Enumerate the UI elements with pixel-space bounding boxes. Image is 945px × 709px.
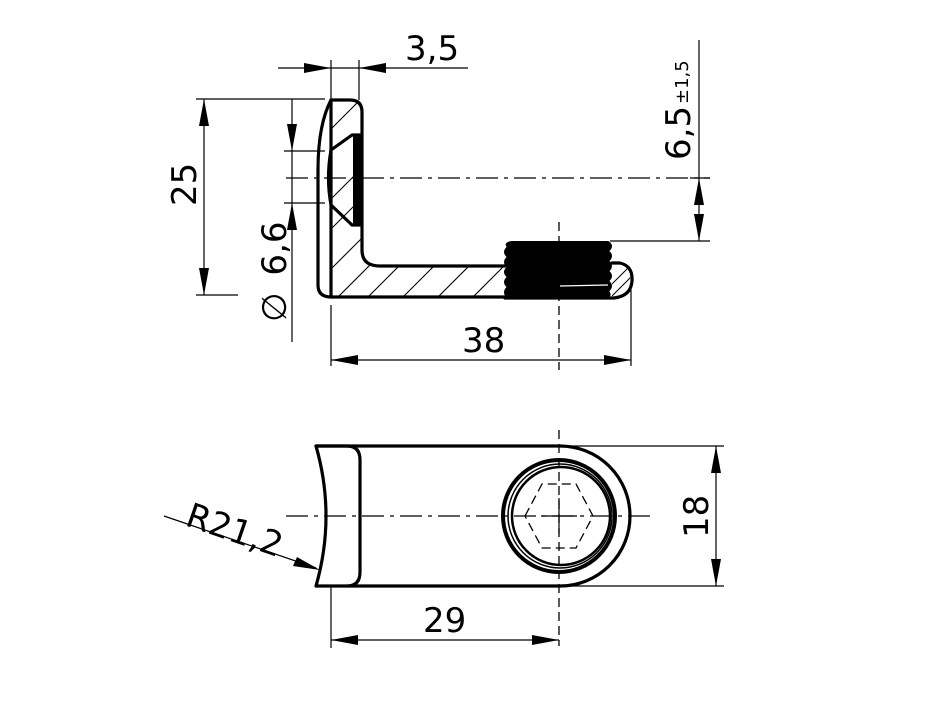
dimension-width: 18 bbox=[560, 445, 724, 587]
section-hatching bbox=[331, 100, 505, 297]
countersink-wall bbox=[353, 135, 361, 225]
dimension-thickness-value: 3,5 bbox=[405, 29, 459, 69]
dimension-radius-value: R21,2 bbox=[181, 496, 288, 566]
bracket-tip bbox=[503, 261, 634, 300]
dimension-thickness: 3,5 bbox=[278, 29, 468, 100]
dimension-radius: R21,2 bbox=[163, 496, 320, 570]
vertical-leg-edge bbox=[314, 444, 362, 588]
dimension-height-value: 25 bbox=[165, 163, 205, 206]
dimension-hole-diameter: ∅ 6,6 bbox=[255, 99, 325, 342]
dimension-width-value: 18 bbox=[677, 495, 717, 538]
dimension-height: 25 bbox=[165, 98, 325, 296]
dimension-hole-diameter-value: 6,6 bbox=[255, 221, 295, 275]
dimension-hole-distance-value: 29 bbox=[423, 601, 466, 641]
dimension-stud-offset-value: 6,5 bbox=[659, 106, 699, 160]
dimension-hole-distance: 29 bbox=[330, 586, 559, 648]
side-view: 3,5 25 ∅ 6,6 bbox=[165, 29, 710, 370]
top-view: R21,2 29 18 bbox=[163, 430, 724, 648]
dimension-stud-offset-tolerance: ±1,5 bbox=[672, 60, 693, 104]
bracket-top-outline bbox=[314, 444, 632, 588]
threaded-stud bbox=[504, 241, 612, 299]
dimension-length-value: 38 bbox=[462, 321, 505, 361]
diameter-symbol: ∅ bbox=[255, 292, 295, 322]
svg-text:∅ 6,6: ∅ 6,6 bbox=[255, 221, 295, 322]
bracket-outline bbox=[316, 98, 507, 299]
dimension-stud-offset: 6,5 ±1,5 bbox=[610, 40, 710, 242]
dimension-length: 38 bbox=[330, 290, 632, 366]
